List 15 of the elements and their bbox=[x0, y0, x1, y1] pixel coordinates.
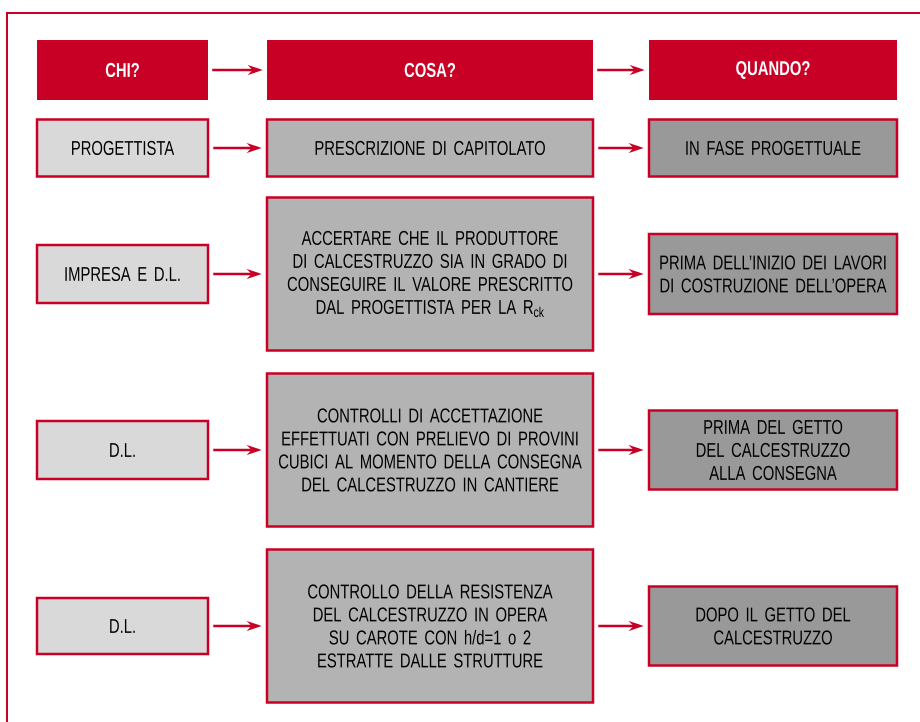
role-box: PROGETTISTA bbox=[36, 118, 210, 178]
role-box: IMPRESA E D.L. bbox=[36, 244, 210, 304]
timing-box: DOPO IL GETTO DEL CALCESTRUZZO bbox=[648, 585, 898, 667]
timing-box: PRIMA DELL’INIZIO DEI LAVORI DI COSTRUZIONE DELL’OPERA bbox=[648, 232, 898, 316]
timing-box: IN FASE PROGETTUALE bbox=[648, 118, 898, 178]
header-box: QUANDO? bbox=[649, 40, 897, 100]
activity-box: ACCERTARE CHE IL PRODUTTORE DI CALCESTRUZZO SIA IN GRADO DI CONSEGUIRE IL VALORE PRESCRITTO DAL PROGETTISTA PER LA R$_{ck}$ bbox=[266, 196, 594, 352]
activity-box: PRESCRIZIONE DI CAPITOLATO bbox=[266, 118, 594, 178]
activity-box: CONTROLLO DELLA RESISTENZA DEL CALCESTRUZZO IN OPERA SU CAROTE CON h/d=1 o 2 ESTRATTE DALLE STRUTTURE bbox=[266, 548, 594, 704]
activity-box: CONTROLLI DI ACCETTAZIONE EFFETTUATI CON PRELIEVO DI PROVINI CUBICI AL MOMENTO DELLA CONSEGNA DEL CALCESTRUZZO IN CANTIERE bbox=[266, 372, 594, 528]
role-box: D.L. bbox=[36, 596, 210, 656]
role-box: D.L. bbox=[36, 420, 210, 480]
timing-box: PRIMA DEL GETTO DEL CALCESTRUZZO ALLA CONSEGNA bbox=[648, 409, 898, 491]
header-box: CHI? bbox=[37, 40, 208, 100]
header-box: COSA? bbox=[267, 40, 593, 100]
